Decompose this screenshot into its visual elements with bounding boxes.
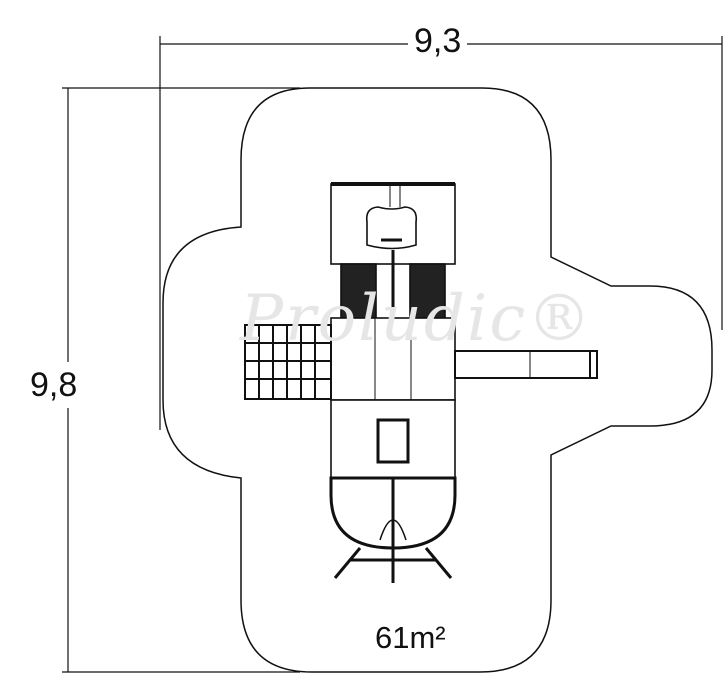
slide xyxy=(454,350,598,379)
mesh-panel-right xyxy=(409,263,446,319)
main-deck xyxy=(330,317,456,401)
depth-dimension-label: 9,8 xyxy=(30,362,78,408)
area-label: 61m² xyxy=(375,620,446,655)
proludic-watermark-logo: Proludic® xyxy=(240,282,594,356)
tower-roof-panel xyxy=(365,206,418,250)
deck-hatch xyxy=(376,418,410,464)
climbing-net xyxy=(244,324,332,400)
width-dimension-label: 9,3 xyxy=(408,24,468,58)
play-structure xyxy=(244,182,598,583)
bow-legs xyxy=(333,547,453,579)
